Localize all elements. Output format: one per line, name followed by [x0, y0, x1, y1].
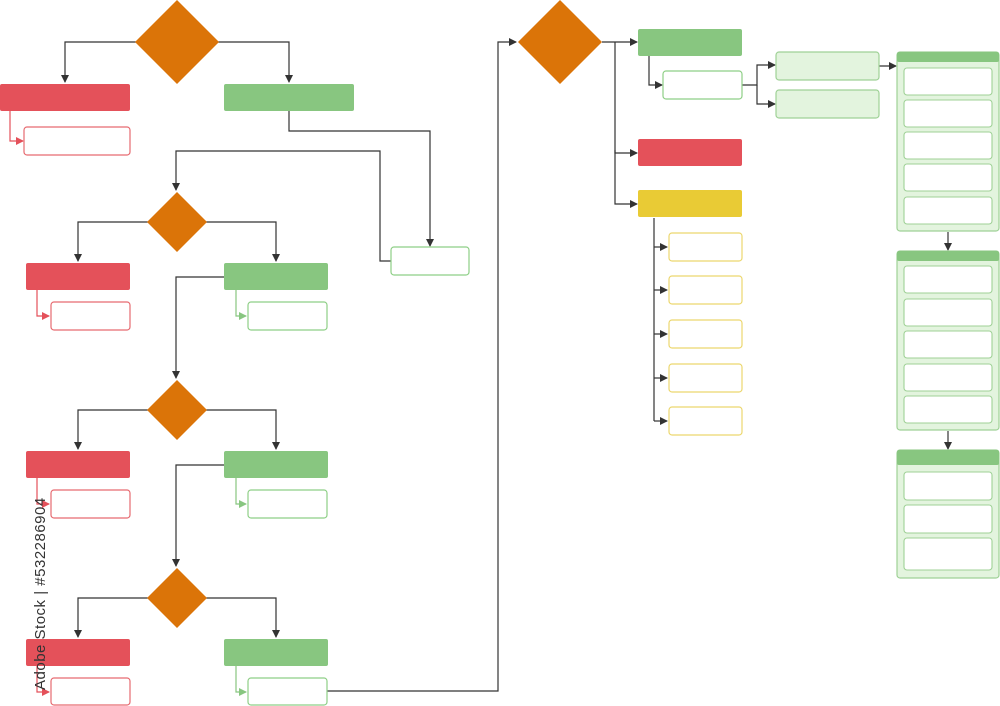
- positive-node: [224, 639, 328, 666]
- connector: [206, 221, 280, 262]
- panel-header: [897, 52, 999, 62]
- connector: [36, 666, 50, 696]
- positive-subnode: [662, 70, 743, 100]
- neutral-subnode: [668, 319, 743, 349]
- positive-light-node: [775, 51, 880, 81]
- positive-node: [224, 451, 328, 478]
- decisions: [135, 0, 602, 628]
- panel-item: [903, 330, 993, 359]
- connector: [172, 150, 391, 262]
- connector: [741, 61, 776, 86]
- connector: [206, 597, 280, 638]
- connector: [9, 111, 24, 145]
- neutral-subnode: [668, 232, 743, 262]
- connector: [206, 409, 280, 450]
- panel-item: [903, 163, 993, 192]
- connector: [74, 221, 148, 262]
- decision-diamond: [147, 568, 207, 628]
- negative-subnode: [50, 301, 131, 331]
- connector: [327, 38, 517, 692]
- connectors-right: [602, 38, 952, 450]
- panel-item: [903, 99, 993, 128]
- neutral-subnode: [668, 363, 743, 393]
- negative-node: [26, 451, 130, 478]
- positive-subnode: [247, 489, 328, 519]
- list-panel: [896, 51, 1000, 232]
- connector: [614, 150, 638, 208]
- connector: [648, 56, 663, 89]
- panel-header: [897, 450, 999, 465]
- panel-item: [903, 504, 993, 534]
- positive-node: [224, 84, 354, 111]
- positive-node: [224, 263, 328, 290]
- decision-diamond: [135, 0, 219, 84]
- nodes-right: [638, 29, 880, 436]
- nodes-left: [0, 84, 470, 706]
- outcome-node: [390, 246, 470, 276]
- watermark-text: Adobe Stock | #532286904: [32, 497, 49, 690]
- connector: [614, 42, 638, 157]
- connector: [36, 478, 50, 508]
- panel-item: [903, 67, 993, 96]
- panel-item: [903, 265, 993, 294]
- connector: [74, 409, 148, 450]
- negative-subnode: [50, 677, 131, 706]
- connectors-left: [9, 38, 517, 696]
- connector: [172, 464, 225, 567]
- neutral-subnode: [668, 406, 743, 436]
- connector: [36, 290, 50, 320]
- panel-item: [903, 196, 993, 225]
- panel-item: [903, 298, 993, 327]
- panel-header: [897, 251, 999, 261]
- decision-diamond: [147, 192, 207, 252]
- negative-node: [26, 639, 130, 666]
- connector: [756, 85, 776, 108]
- connector: [235, 666, 247, 696]
- list-panel: [896, 250, 1000, 431]
- connector: [172, 276, 225, 379]
- positive-node: [638, 29, 742, 56]
- panel-item: [903, 471, 993, 501]
- connector: [235, 478, 247, 508]
- negative-subnode: [23, 126, 131, 156]
- positive-light-node: [775, 89, 880, 119]
- negative-node: [638, 139, 742, 166]
- connector: [74, 597, 148, 638]
- positive-subnode: [247, 301, 328, 331]
- connector: [288, 111, 434, 247]
- neutral-subnode: [668, 275, 743, 305]
- panel-item: [903, 395, 993, 424]
- connector: [218, 41, 293, 83]
- connector: [235, 290, 247, 320]
- negative-node: [0, 84, 130, 111]
- panel-item: [903, 131, 993, 160]
- negative-node: [26, 263, 130, 290]
- panel-item: [903, 537, 993, 571]
- negative-subnode: [50, 489, 131, 519]
- positive-subnode: [247, 677, 328, 706]
- stock-watermark: Adobe Stock | #532286904: [8, 470, 49, 690]
- connector: [61, 41, 136, 83]
- decision-diamond: [147, 380, 207, 440]
- list-panel: [896, 449, 1000, 579]
- panel-item: [903, 363, 993, 392]
- decision-diamond: [518, 0, 602, 84]
- neutral-node: [638, 190, 742, 217]
